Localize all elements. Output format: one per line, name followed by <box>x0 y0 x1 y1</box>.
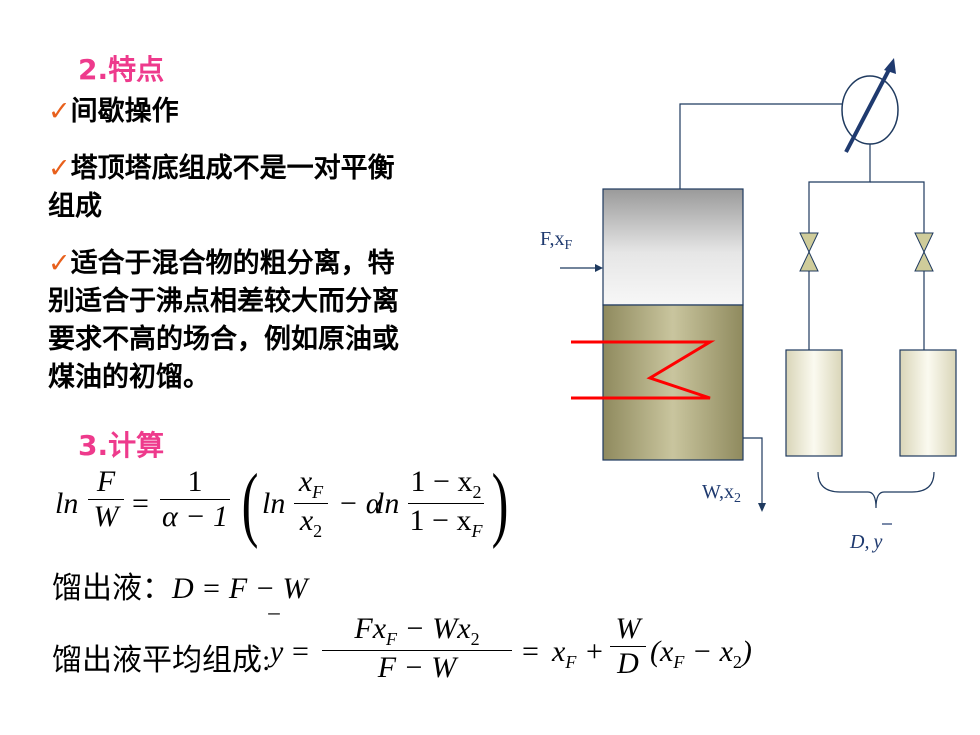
bottoms-label: W,x2 <box>702 481 741 506</box>
equation-1: ln F W = 1 α − 1 ( ln xF x2 − α ln 1 − x… <box>0 0 520 560</box>
valve-left-icon <box>799 232 819 272</box>
eq1-frac-alpha: 1 α − 1 <box>160 465 230 533</box>
calc-heading: 3.计算 <box>78 429 165 462</box>
distillate-label: D,y <box>849 531 882 553</box>
bullet-1-text: 间歇操作 <box>70 96 179 127</box>
distillate-manifold-right <box>870 181 925 350</box>
eq3-ybar: ‾y <box>269 611 284 668</box>
eq1-equals: = <box>132 487 149 520</box>
eq3-plus: + <box>586 635 603 668</box>
receiver-left <box>785 349 843 457</box>
features-heading: 2.特点 <box>78 53 165 86</box>
still-vapor-space <box>602 188 744 306</box>
bullet-3-line4: 煤油的初馏。 <box>48 362 210 393</box>
eq3-label: 馏出液平均组成: <box>52 644 271 677</box>
eq3-equals-1: = <box>292 635 309 668</box>
bullet-3-line3: 要求不高的场合，例如原油或 <box>48 324 399 355</box>
receiver-right <box>899 349 957 457</box>
bullet-3-line2: 别适合于沸点相差较大而分离 <box>48 286 399 317</box>
eq3-frac: FxF − Wx2 F − W <box>322 612 512 685</box>
eq1-frac-FW: F W <box>88 465 124 534</box>
valve-right-icon <box>914 232 934 272</box>
eq1-left-paren: ( <box>241 457 259 550</box>
feed-arrowhead-icon <box>595 264 603 272</box>
bottoms-line <box>743 437 763 506</box>
meter-needle-icon <box>844 63 894 153</box>
distillate-manifold <box>808 144 871 350</box>
bullet-3-line1: 适合于混合物的粗分离，特 <box>70 248 395 279</box>
bullet-2-line1: 塔顶塔底组成不是一对平衡 <box>70 153 395 184</box>
equation-2: 馏出液：D = F − W <box>52 563 307 607</box>
eq1-minus-alpha: − α <box>338 487 382 520</box>
vapor-line <box>679 103 843 189</box>
eq1-frac-xF-x2: xF x2 <box>294 465 328 542</box>
eq2-label: 馏出液： <box>52 572 172 605</box>
eq3-frac-WD: W D <box>610 612 646 681</box>
bottoms-arrowhead-icon <box>758 503 766 512</box>
check-icon: ✓ <box>48 153 71 184</box>
eq3-paren-expr: (xF − x2) <box>650 635 752 672</box>
feed-label: F,xF <box>540 228 573 253</box>
eq3-equals-2: = <box>522 635 539 668</box>
bullet-2: ✓塔顶塔底组成不是一对平衡 组成 <box>48 150 488 226</box>
meter-arrow-icon <box>884 58 896 74</box>
receivers-brace <box>817 471 935 509</box>
eq1-right-paren: ) <box>491 457 509 550</box>
check-icon: ✓ <box>48 248 71 279</box>
still-liquid <box>602 304 744 461</box>
heating-coil <box>571 340 716 400</box>
check-icon: ✓ <box>48 96 71 127</box>
bullet-1: ✓间歇操作 <box>48 93 488 131</box>
eq3-xF: xF <box>552 635 577 672</box>
eq2-formula: D = F − W <box>172 572 308 605</box>
eq1-ln2: ln <box>262 487 286 520</box>
eq1-ln3: ln <box>376 487 400 520</box>
eq1-frac-ratio: 1 − x2 1 − xF <box>408 465 484 541</box>
eq1-ln: ln <box>55 487 79 520</box>
bullet-3: ✓适合于混合物的粗分离，特 别适合于沸点相差较大而分离 要求不高的场合，例如原油… <box>48 245 488 397</box>
equation-3: 馏出液平均组成: ‾y = FxF − Wx2 F − W = xF + W D… <box>52 611 752 685</box>
bullet-2-line2: 组成 <box>48 191 102 222</box>
